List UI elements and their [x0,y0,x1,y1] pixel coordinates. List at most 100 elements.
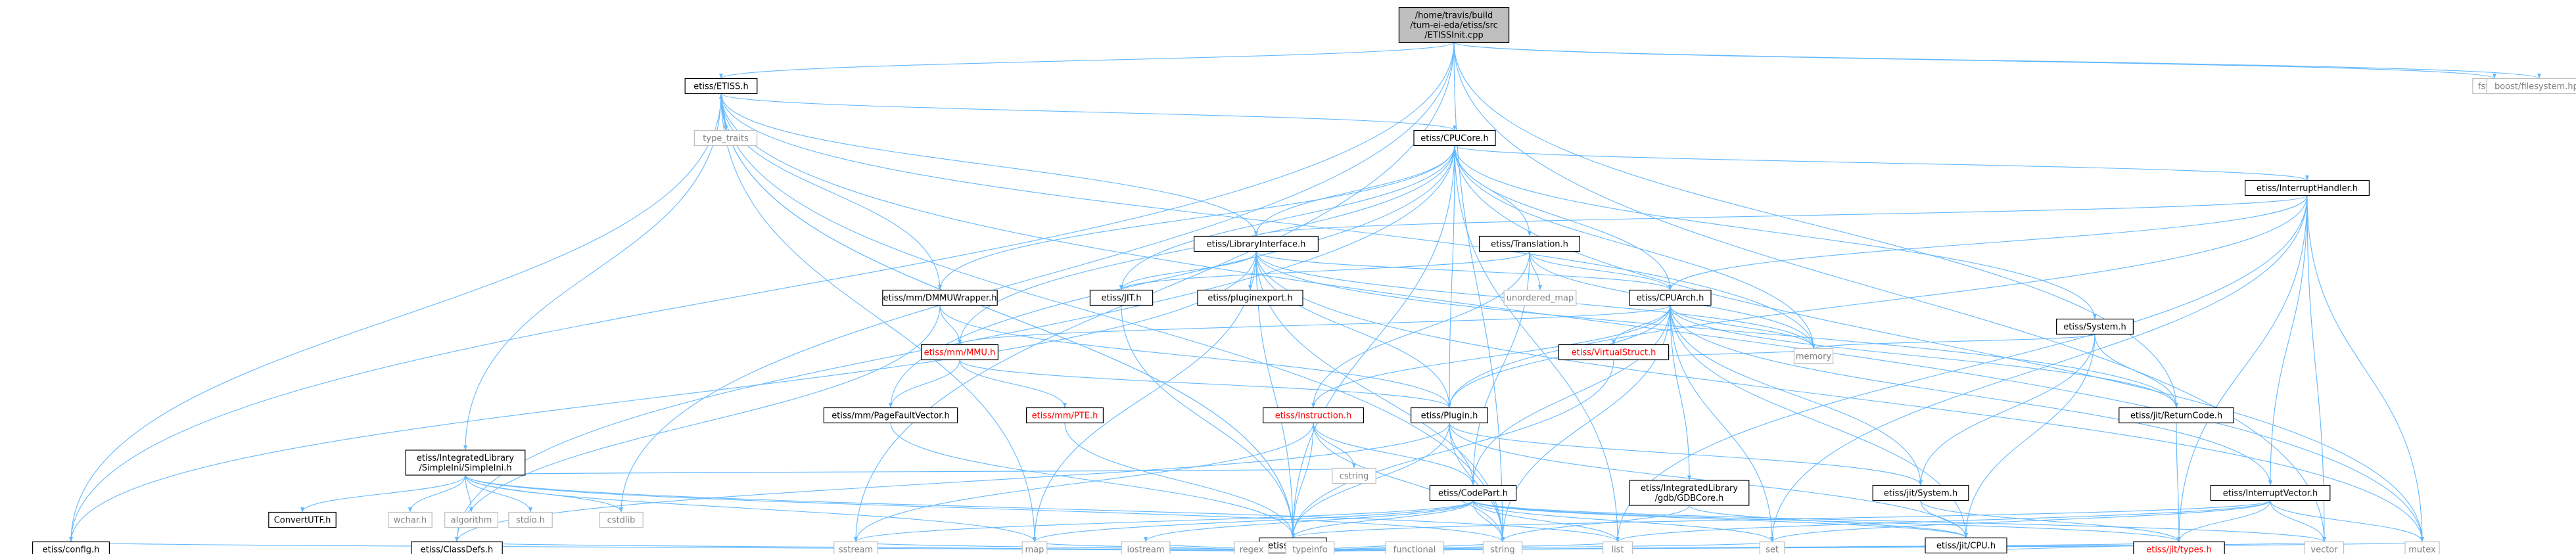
edge-etiss-h-to-map [720,93,1037,542]
edge-root-to-cstdlib [619,42,1455,513]
edge-cpuarch-to-set [1670,305,1775,542]
edge-cpucore-to-misc [1290,145,1455,538]
node-root[interactable]: /home/travis/build/tum-ei-eda/etiss/src/… [1398,7,1510,43]
node-label: regex [1240,545,1264,554]
node-config[interactable]: etiss/config.h [32,541,110,554]
node-label: etiss/CPUCore.h [1420,134,1489,144]
node-label: memory [1796,352,1832,362]
node-label: etiss/jit/ReturnCode.h [2130,411,2222,421]
node-box [882,289,998,306]
node-label: functional [1393,545,1436,554]
edge-codepart-to-sstream [854,500,1474,542]
node-box [684,78,758,95]
node-cpuarch[interactable]: etiss/CPUArch.h [1629,289,1712,306]
node-jitcpu[interactable]: etiss/jit/CPU.h [1925,537,2007,554]
node-box [1411,407,1489,424]
edge-mmu-to-plugin [959,359,1451,408]
node-interrupthandler[interactable]: etiss/InterruptHandler.h [2245,179,2370,196]
node-simpleini[interactable]: etiss/IntegratedLibrary/SimpleIni/Simple… [405,450,526,476]
node-instruction[interactable]: etiss/Instruction.h [1262,407,1364,424]
node-classdefs[interactable]: etiss/ClassDefs.h [411,541,503,554]
node-label: etiss/CPUArch.h [1637,294,1704,304]
node-box [1262,407,1364,424]
node-mutex: mutex [2404,541,2440,554]
node-box [1193,235,1319,252]
edge-translation-to-jit [1119,251,1530,290]
edge-simpleini-to-algorithm [465,474,474,513]
node-label: etiss/jit/CPU.h [1936,542,1996,551]
node-label: etiss/mm/PageFaultVector.h [831,411,950,421]
node-box [833,541,878,554]
node-label: algorithm [451,516,492,526]
node-interruptvector[interactable]: etiss/InterruptVector.h [2210,484,2331,501]
node-label: iostream [1127,545,1164,554]
node-box [32,541,110,554]
edge-system-h-to-jitcpu [1963,334,2096,538]
node-box [1121,541,1171,554]
edge-cpucore-to-mutex [1454,145,2425,542]
edge-codepart-to-iostream [1144,500,1474,542]
edge-simpleini-to-cstring [465,467,1355,476]
edge-pagefault-to-misc [890,423,1296,538]
edge-root-to-etiss-h [719,42,1455,79]
edge-interruptvector-to-list [1616,500,2271,542]
node-codepart[interactable]: etiss/CodePart.h [1429,484,1517,501]
node-algorithm: algorithm [444,511,498,528]
edge-dmmuwrapper-to-classdefs [454,305,941,542]
edge-interruptvector-to-misc [1291,500,2271,538]
node-etiss-h[interactable]: etiss/ETISS.h [684,78,758,95]
node-label: etiss/VirtualStruct.h [1572,348,1656,358]
node-translation[interactable]: etiss/Translation.h [1479,235,1581,252]
node-plugin[interactable]: etiss/Plugin.h [1411,407,1489,424]
node-box [1793,348,1834,365]
edge-interruptvector-to-mutex [2270,500,2425,542]
edge-root-to-string [1453,42,1505,542]
edge-interrupthandler-to-vector [2307,195,2327,542]
node-label: etiss/Plugin.h [1421,411,1478,421]
node-label: etiss/CodePart.h [1438,489,1508,499]
node-pte[interactable]: etiss/mm/PTE.h [1025,407,1104,424]
node-box [599,511,644,528]
edge-dmmuwrapper-to-plugin [939,305,1452,408]
node-cpucore[interactable]: etiss/CPUCore.h [1413,129,1496,147]
edge-codepart-to-vector [1472,500,2326,542]
edge-libraryinterface-to-cpuarch [1255,251,1672,290]
node-libraryinterface[interactable]: etiss/LibraryInterface.h [1193,235,1319,252]
node-convertutf[interactable]: ConvertUTF.h [268,511,337,528]
node-jit[interactable]: etiss/JIT.h [1089,289,1154,306]
node-system-h[interactable]: etiss/System.h [2056,318,2134,335]
edge-system-h-to-returncode [2094,334,2179,408]
node-box [388,511,433,528]
edge-libraryinterface-to-mutex [1255,251,2425,542]
node-dmmuwrapper[interactable]: etiss/mm/DMMUWrapper.h [882,289,998,306]
node-box [2486,78,2576,95]
node-label: string [1490,545,1514,554]
node-layer: /home/travis/build/tum-ei-eda/etiss/src/… [32,7,2576,554]
edge-interrupthandler-to-mutex [2307,195,2425,542]
node-label: etiss/mm/PTE.h [1032,411,1098,421]
node-jitsystem[interactable]: etiss/jit/System.h [1872,484,1969,501]
edge-interruptvector-to-types [2176,500,2271,542]
node-pluginexport[interactable]: etiss/pluginexport.h [1197,289,1303,306]
node-box [920,344,998,361]
edge-returncode-to-types [2176,423,2182,542]
edge-libraryinterface-to-returncode [1255,251,2178,408]
edge-etiss-h-to-string [720,93,1505,542]
edge-simpleini-to-stdio [465,474,533,513]
edge-simpleini-to-string [465,474,1505,542]
node-label: map [1025,545,1044,554]
node-label: typeinfo [1292,545,1327,554]
node-pagefault[interactable]: etiss/mm/PageFaultVector.h [823,407,958,424]
edge-cpuarch-to-codepart [1470,305,1671,486]
edge-etiss-h-to-libraryinterface [720,93,1259,237]
node-virtualstruct[interactable]: etiss/VirtualStruct.h [1558,344,1670,361]
node-returncode[interactable]: etiss/jit/ReturnCode.h [2119,407,2234,424]
node-gdbcore[interactable]: etiss/IntegratedLibrary/gdb/GDBCore.h [1629,480,1750,506]
node-types[interactable]: etiss/jit/types.h [2133,541,2225,554]
edge-cpuarch-to-returncode [1670,305,2179,408]
node-mmu[interactable]: etiss/mm/MMU.h [920,344,998,361]
node-label: /gdb/GDBCore.h [1655,494,1724,503]
node-box [1629,289,1712,306]
edge-plugin-to-jitsystem [1449,423,1923,486]
node-label: /home/travis/build [1415,11,1493,21]
